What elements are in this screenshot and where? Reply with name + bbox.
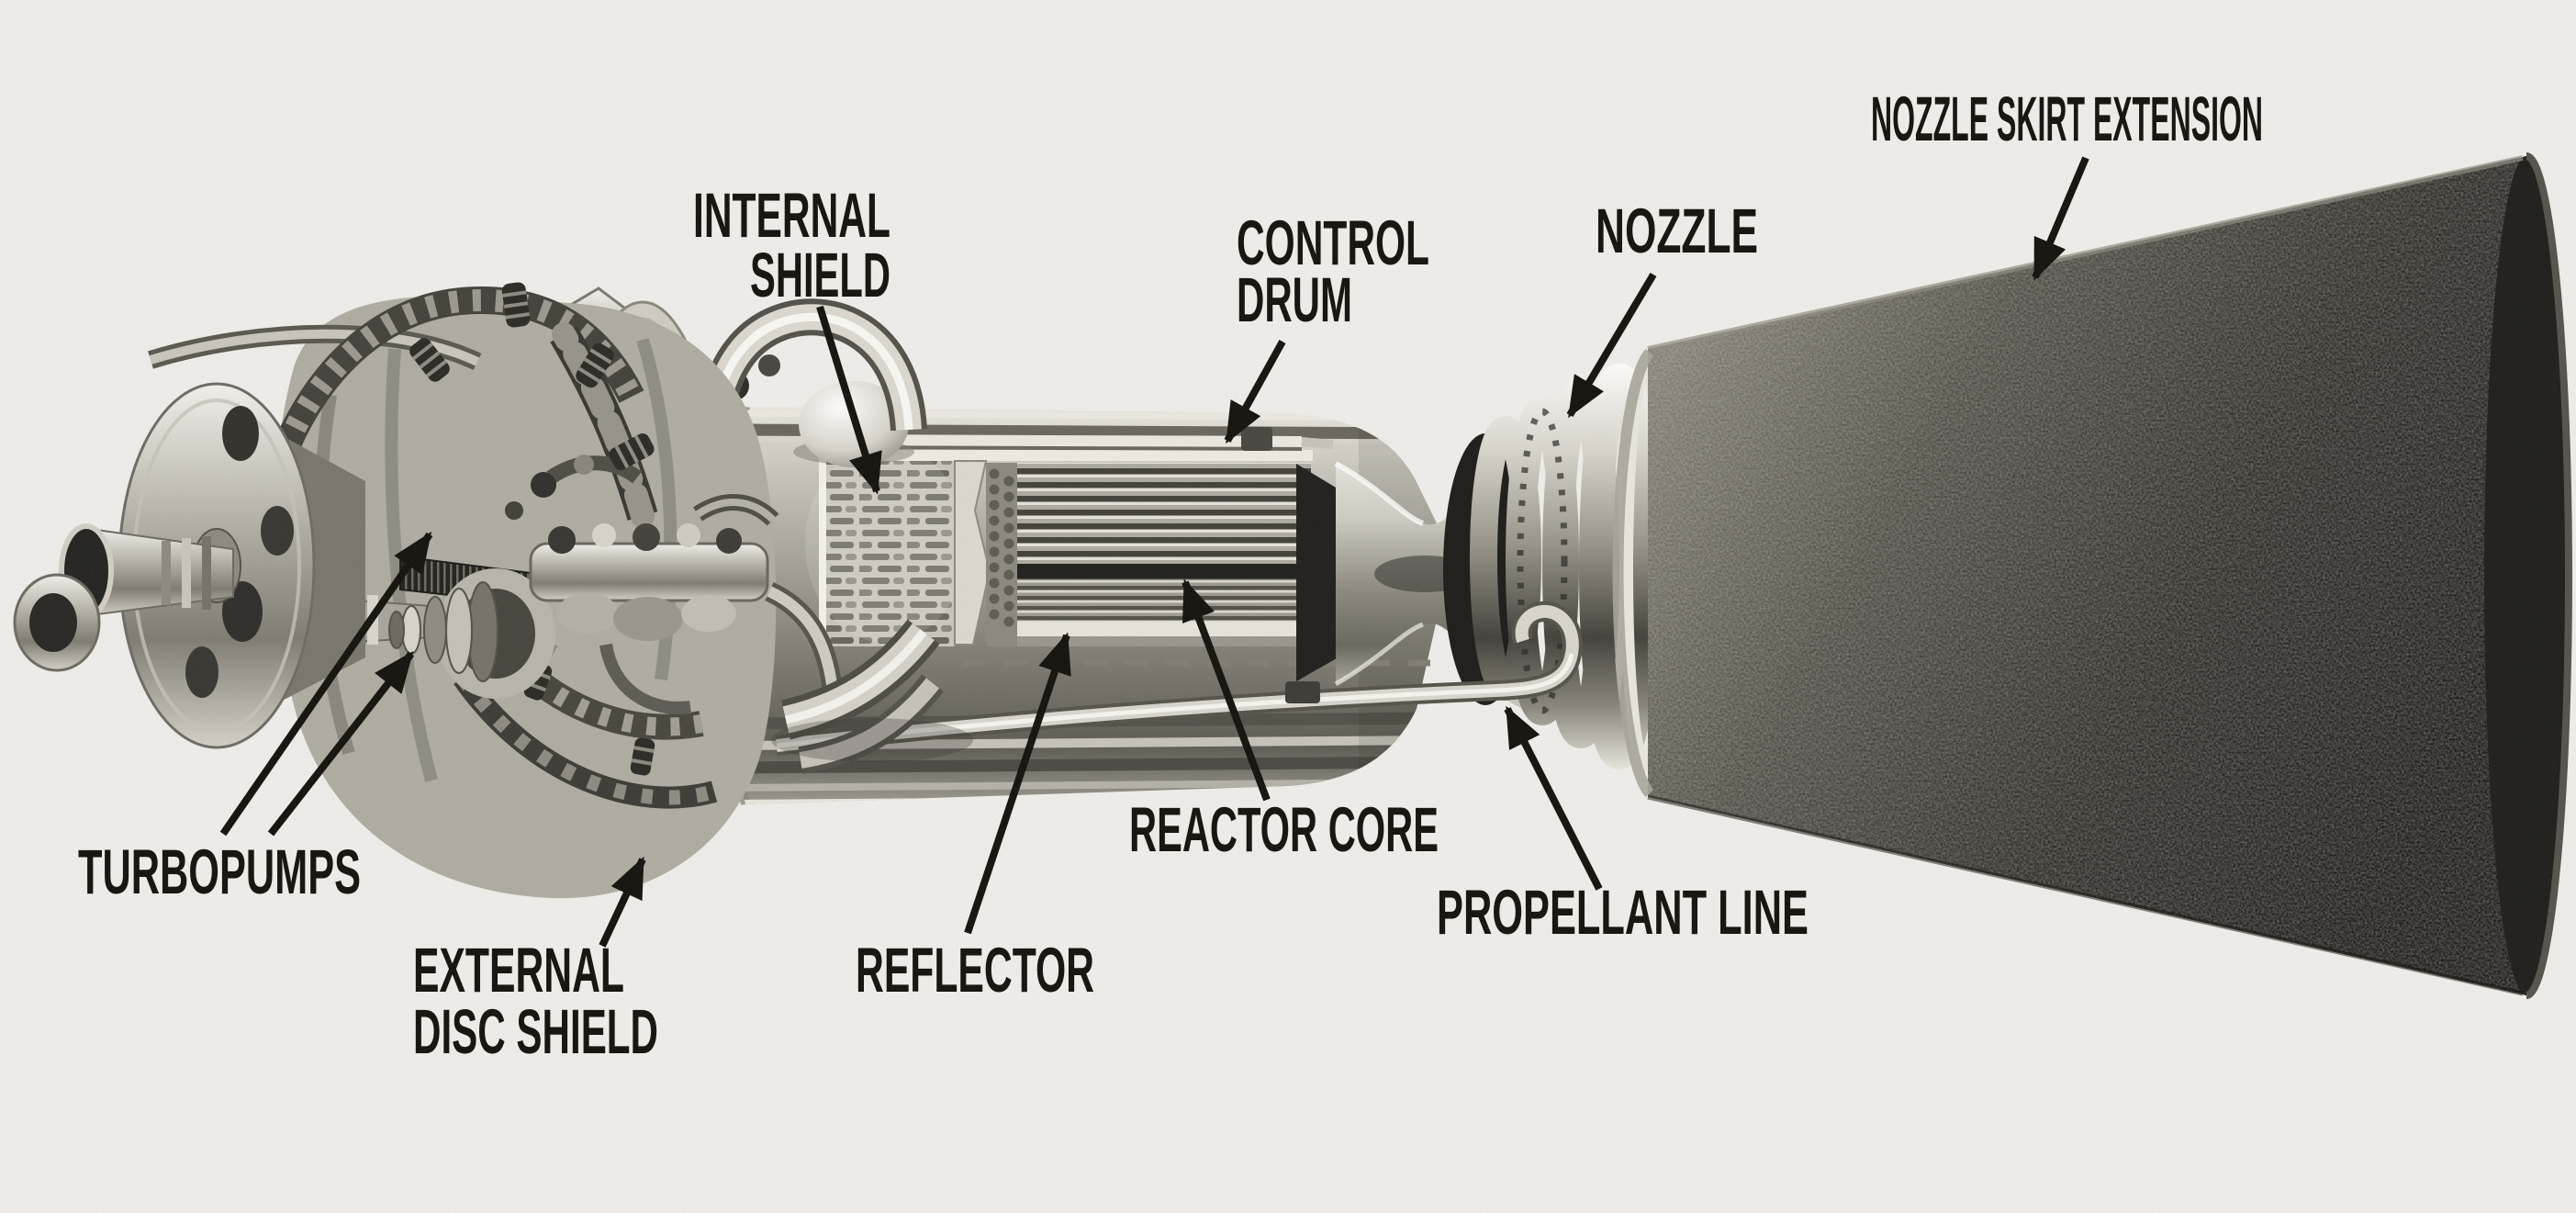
photo-grain-overlay	[0, 0, 2576, 1213]
photo-diagram: NOZZLE SKIRT EXTENSION INTERNAL SHIELD C…	[0, 0, 2576, 1213]
engine-cutaway-figure: NOZZLE SKIRT EXTENSION INTERNAL SHIELD C…	[0, 0, 2576, 1213]
